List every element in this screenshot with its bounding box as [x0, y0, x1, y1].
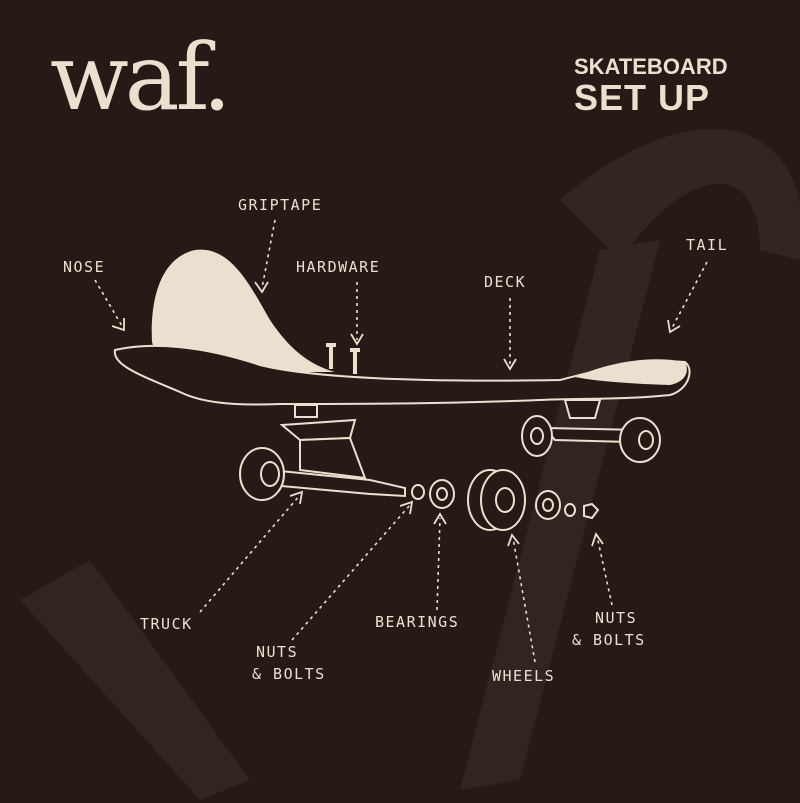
- title-line-1: SKATEBOARD: [574, 54, 728, 79]
- exploded-washer: [564, 503, 576, 517]
- front-truck: [239, 404, 406, 501]
- label-nose: NOSE: [63, 258, 105, 276]
- label-nuts-bolts-right-1: NUTS: [595, 609, 637, 627]
- exploded-nut-left: [411, 484, 425, 500]
- pointer-arrows: [94, 219, 708, 663]
- label-tail: TAIL: [686, 236, 728, 254]
- exploded-wheel: [467, 469, 526, 531]
- deck-tail-griptape: [575, 359, 687, 385]
- label-wheels: WHEELS: [492, 667, 555, 685]
- hardware-bolts: [326, 343, 360, 374]
- exploded-bearing-right: [535, 490, 561, 520]
- label-nuts-bolts-left-2: & BOLTS: [252, 665, 326, 683]
- brand-logo: waf.: [50, 24, 232, 131]
- page-title: SKATEBOARD SET UP: [574, 56, 728, 116]
- label-bearings: BEARINGS: [375, 613, 459, 631]
- griptape-sheet: [151, 249, 335, 372]
- label-deck: DECK: [484, 273, 526, 291]
- label-nuts-bolts-left-1: NUTS: [256, 643, 298, 661]
- title-line-2: SET UP: [574, 77, 711, 118]
- label-truck: TRUCK: [140, 615, 193, 633]
- exploded-nut-right: [583, 502, 600, 520]
- label-hardware: HARDWARE: [296, 258, 380, 276]
- exploded-bearing-left: [429, 479, 455, 509]
- rear-truck: [521, 399, 661, 463]
- label-nuts-bolts-right-2: & BOLTS: [572, 631, 646, 649]
- watermark-logo: [20, 128, 800, 800]
- deck: [113, 344, 691, 406]
- label-griptape: GRIPTAPE: [238, 196, 322, 214]
